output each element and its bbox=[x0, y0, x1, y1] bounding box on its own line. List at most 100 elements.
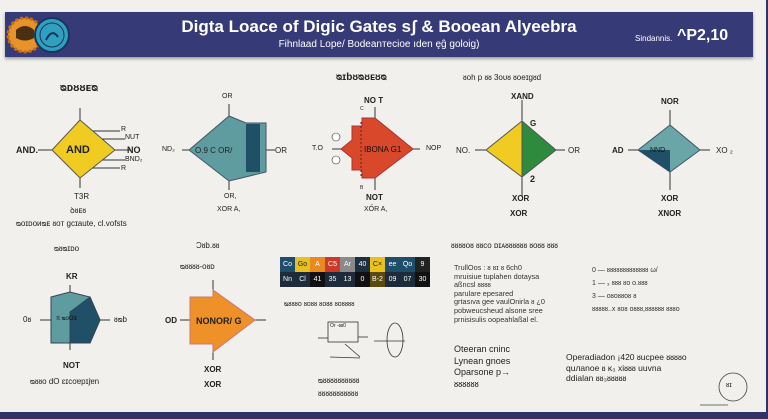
logos bbox=[6, 16, 70, 54]
note-line: aßncsl ᴕᴕᴕᴕ bbox=[454, 280, 491, 290]
description-line: quлanoe ᴕ ᴋ₃ xiᴕᴕᴕ uuvna bbox=[566, 362, 662, 373]
red-title: ᴓɪbᴕᴓᴕᴇᴕᴓ bbox=[336, 72, 387, 83]
red-pin: B bbox=[360, 185, 364, 191]
and-gate-shape bbox=[51, 119, 116, 179]
or-gate-band bbox=[246, 124, 260, 172]
or-body: O.9 C OR/ bbox=[195, 146, 233, 155]
and-bottom: T3R bbox=[74, 192, 90, 201]
orange-caption: XOR bbox=[204, 380, 222, 389]
table-cell: 41 bbox=[310, 272, 325, 287]
table-cell: Co bbox=[280, 257, 295, 272]
page-subtitle: Fihnlaad Lope/ Bodeanтecioe ıden ęĝ golo… bbox=[278, 39, 480, 50]
seal-text: ᴕɪ bbox=[726, 382, 732, 389]
table-cell: Go bbox=[295, 257, 310, 272]
notes-heading: ᴕᴕᴕᴕᴏᴕ ᴕᴕᴄᴏ ᴅɪᴀᴕᴕᴕᴕᴕᴕ ᴕᴏᴕᴕ ᴕᴕᴕ bbox=[451, 241, 558, 250]
prism-right: ᴕᴓb bbox=[114, 315, 127, 324]
or-right: OR bbox=[275, 146, 287, 155]
page-number: ^P2,10 bbox=[677, 27, 729, 44]
table-cell: 9 bbox=[415, 257, 430, 272]
xand-mark: G bbox=[530, 119, 537, 128]
prism-title: ᴓᴕᴓɪᴅᴏ bbox=[54, 244, 80, 253]
red-gate-shape bbox=[340, 117, 414, 179]
table-cell: C× bbox=[370, 257, 385, 272]
operator-item: ᴕᴕᴕᴕᴕᴕ bbox=[454, 378, 479, 389]
nor-top: NOR bbox=[661, 97, 679, 106]
prism-caption: ᴓᴕᴕᴏ dO ɛɪcoɐpɪjɐn bbox=[30, 377, 100, 386]
nor-caption: XNOR bbox=[658, 209, 682, 218]
table-cell: Cl bbox=[295, 272, 310, 287]
xand-gate-green bbox=[521, 119, 557, 179]
note-line: prnisisulis oopeahlaßal el. bbox=[454, 314, 538, 324]
table-caption: ᴓᴕᴕᴕᴏ ᴕᴏᴕᴕ ᴕᴏᴕᴕ ᴕᴏᴕᴕᴕᴕ bbox=[284, 301, 355, 308]
table-cell: 09 bbox=[385, 272, 400, 287]
xand-bottom: XOR bbox=[512, 194, 530, 203]
or-left: ND₂ bbox=[162, 146, 175, 153]
and-pin: R bbox=[121, 126, 127, 133]
operator-item: Lynean gnoes bbox=[454, 355, 511, 366]
and-right: NO bbox=[127, 145, 141, 155]
nor-left: AD bbox=[612, 146, 624, 155]
red-top: NO T bbox=[364, 96, 384, 105]
table-cell: B-2 bbox=[370, 272, 385, 287]
note-line: parulare epesared bbox=[454, 288, 514, 298]
table-cell: A bbox=[310, 257, 325, 272]
note-line: ᴕᴕᴕᴕᴕ..x ᴕᴏᴕ ᴏᴕᴕᴕ,ᴕᴕᴕᴕᴕᴕ ᴕᴕᴕᴏ bbox=[592, 306, 680, 313]
nor-body: NND bbox=[650, 147, 666, 154]
prism-bottom: NOT bbox=[63, 361, 80, 370]
red-left: T.O bbox=[312, 145, 323, 152]
and-pin: R bbox=[121, 165, 127, 172]
orange-title: Ɔᴕb.ᴕᴕ bbox=[196, 241, 220, 250]
orange-subtitle: ᴓᴕᴕᴕᴕ-ᴏᴕᴅ bbox=[180, 262, 215, 271]
xand-title: ᴕᴏh p ᴕᴕ 3ᴏᴜᴕ ᴕᴏeɪgᴕd bbox=[463, 73, 542, 82]
or-top: OR bbox=[222, 93, 233, 100]
circuit-sketch bbox=[318, 321, 405, 359]
prism-top: KR bbox=[66, 272, 78, 281]
xand-right: OR bbox=[568, 146, 580, 155]
header-right-label: Sindannis. bbox=[635, 34, 673, 43]
or-caption: XOR A, bbox=[217, 206, 241, 213]
prism-body: π ᴓᴏOlɪ bbox=[56, 316, 77, 322]
xand-mark: 2 bbox=[530, 174, 536, 184]
circuit-caption: ᴓᴕᴕᴕᴕᴕᴕᴕᴕᴕᴕ bbox=[318, 376, 360, 385]
note-line: 1 — ₃ ᴕᴕᴕ ᴕᴏ ᴏ.ᴕᴕᴕ bbox=[592, 280, 648, 287]
xand-gate-yellow bbox=[485, 119, 523, 178]
circuit-box-label: Or -ᴕᴕ0 bbox=[330, 323, 346, 329]
note-line: mruisiue tuplahen dotaysa bbox=[454, 271, 540, 281]
nor-right: XO ₂ bbox=[716, 146, 733, 155]
table-cell: Qo bbox=[400, 257, 415, 272]
xand-left: NO. bbox=[456, 146, 471, 155]
red-body: IBONA G1 bbox=[364, 145, 402, 154]
table-cell: 13 bbox=[340, 272, 355, 287]
and-pin: NUT bbox=[125, 134, 140, 141]
table-cell: 30 bbox=[415, 272, 430, 287]
description-line: Operadiadon ¡420 ᴕucpee ᴕᴕᴕᴕᴏ bbox=[566, 352, 687, 362]
operator-item: Oteeran cninc bbox=[454, 344, 511, 354]
and-left: AND. bbox=[16, 145, 38, 155]
xand-caption: XOR bbox=[510, 209, 528, 218]
page-title: Digta Loace of Digic Gates sʃ & Booean A… bbox=[181, 17, 577, 36]
red-pin: C bbox=[360, 106, 364, 112]
and-title: ᴓᴅᴕᴕᴇᴓ bbox=[60, 82, 98, 94]
orange-left: OD bbox=[165, 316, 177, 325]
red-right: NOP bbox=[426, 145, 442, 152]
table-cell: Nn bbox=[280, 272, 295, 287]
table-cell: 07 bbox=[400, 272, 415, 287]
table-cell: 35 bbox=[325, 272, 340, 287]
note-line: grtasıva gee vaulOnirla ᴕ ¿0 bbox=[454, 297, 545, 307]
and-body: AND bbox=[66, 144, 90, 156]
table-cell: 40 bbox=[355, 257, 370, 272]
nor-bottom: XOR bbox=[661, 194, 679, 203]
header-bar: Digta Loace of Digic Gates sʃ & Booean A… bbox=[5, 12, 753, 57]
description-line: ddialan ᴕᴕ₃ᴕᴕᴕᴕᴕ bbox=[566, 373, 627, 383]
table-cell: C5 bbox=[325, 257, 340, 272]
note-line: 0 — ᴕᴕᴕᴕᴕᴕᴕᴕᴕᴕᴕᴕᴕ ω/ bbox=[592, 267, 658, 274]
operator-item: Oparsone p→ bbox=[454, 367, 511, 377]
